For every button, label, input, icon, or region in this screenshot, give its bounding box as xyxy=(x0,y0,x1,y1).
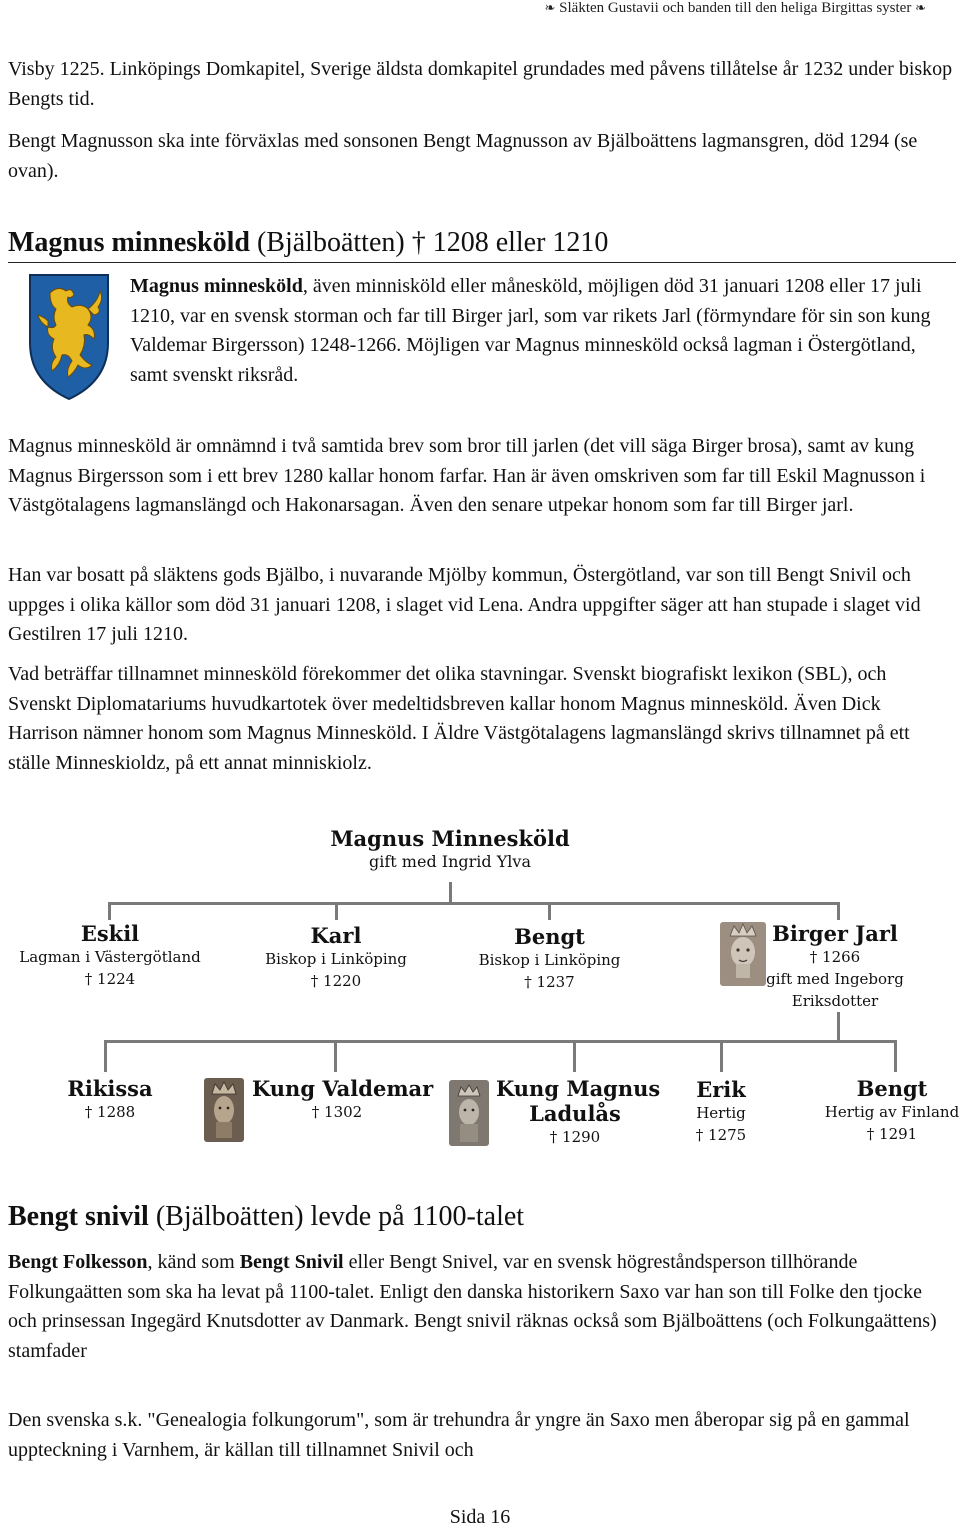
child-title: Lagman i Västergötland xyxy=(19,948,201,966)
heading-name: Magnus minnesköld xyxy=(8,227,250,258)
text-mid: , känd som xyxy=(147,1251,240,1273)
grandchild-death: † 1302 xyxy=(311,1103,363,1121)
child-spouse-family: Eriksdotter xyxy=(791,992,879,1010)
grandchild-name: Bengt xyxy=(856,1076,928,1101)
grandchild-death: † 1275 xyxy=(695,1126,747,1144)
child-name: Eskil xyxy=(80,921,140,946)
paragraph-genealogia: Den svenska s.k. "Genealogia folkungorum… xyxy=(8,1409,910,1461)
child-death: † 1237 xyxy=(524,973,575,991)
child-title: Biskop i Linköping xyxy=(478,951,621,969)
tree-line-level2 xyxy=(104,1040,897,1043)
tree-line-bengt2 xyxy=(894,1040,897,1072)
grandchild-title: Hertig xyxy=(696,1104,746,1122)
paragraph-brev: Magnus minnesköld är omnämnd i två samti… xyxy=(8,435,926,516)
grandchild-name: Rikissa xyxy=(67,1076,153,1101)
paragraph-bengt-folkesson: Bengt Folkesson, känd som Bengt Snivil e… xyxy=(8,1248,953,1366)
tree-root: Magnus Minnesköld gift med Ingrid Ylva xyxy=(300,826,600,873)
tree-grandchild-bengt: Bengt Hertig av Finland † 1291 xyxy=(822,1076,960,1145)
intro-name: Magnus minnesköld xyxy=(130,275,303,297)
child-name: Bengt xyxy=(514,924,585,949)
running-header: ❧ Släkten Gustavii och banden till den h… xyxy=(545,0,926,17)
tree-grandchild-magnus: Kung Magnus Ladulås † 1290 xyxy=(496,1076,661,1148)
tree-child-bengt: Bengt Biskop i Linköping † 1237 xyxy=(462,924,637,993)
heading-rest: (Bjälboätten) levde på 1100-talet xyxy=(155,1201,525,1232)
grandchild-name-line2: Ladulås xyxy=(529,1101,621,1126)
heading-name: Bengt snivil xyxy=(8,1201,149,1232)
grandchild-title: Hertig av Finland xyxy=(824,1103,960,1121)
tree-child-eskil: Eskil Lagman i Västergötland † 1224 xyxy=(15,921,205,990)
text-rest: eller Bengt Snivel, var en svensk högres… xyxy=(8,1251,937,1362)
heading-divider xyxy=(8,262,956,263)
child-spouse: gift med Ingeborg xyxy=(766,970,904,988)
tree-grandchild-erik: Erik Hertig † 1275 xyxy=(676,1077,766,1146)
tree-line-root xyxy=(449,882,452,904)
document-title: Släkten Gustavii och banden till den hel… xyxy=(559,0,912,16)
section-heading-magnus: Magnus minnesköld (Bjälboätten) † 1208 e… xyxy=(8,225,608,261)
intro-paragraph: Magnus minnesköld, även minnisköld eller… xyxy=(130,272,956,390)
child-name: Karl xyxy=(310,923,362,948)
tree-line-eskil xyxy=(108,902,111,920)
grandchild-death: † 1291 xyxy=(866,1125,918,1143)
bold-name-1: Bengt Folkesson xyxy=(8,1251,148,1273)
ornament-right-icon: ❧ xyxy=(915,0,926,15)
tree-line-valdemar xyxy=(334,1040,337,1072)
tree-line-magnus xyxy=(573,1040,576,1072)
child-death: † 1224 xyxy=(84,970,136,988)
tree-child-birger: Birger Jarl † 1266 gift med Ingeborg Eri… xyxy=(760,921,910,1012)
grandchild-death: † 1288 xyxy=(84,1103,136,1121)
tree-line-birger xyxy=(837,902,840,920)
bold-name-2: Bengt Snivil xyxy=(239,1251,344,1273)
child-title: Biskop i Linköping xyxy=(265,950,407,968)
paragraph-tillnamn: Vad beträffar tillnamnet minnesköld före… xyxy=(8,663,910,774)
grandchild-name: Kung Magnus xyxy=(496,1076,661,1101)
tree-line-bengt xyxy=(548,902,551,920)
paragraph-bjalbo: Han var bosatt på släktens gods Bjälbo, … xyxy=(8,564,921,645)
tree-line-erik xyxy=(720,1040,723,1072)
birger-jarl-portrait-icon xyxy=(720,922,766,986)
heading-rest: (Bjälboätten) † 1208 eller 1210 xyxy=(256,227,609,258)
paragraph-visby: Visby 1225. Linköpings Domkapitel, Sveri… xyxy=(8,58,953,110)
tree-line-birger-down xyxy=(837,1012,840,1042)
coat-of-arms-icon xyxy=(29,274,109,401)
tree-child-karl: Karl Biskop i Linköping † 1220 xyxy=(250,923,422,992)
section-heading-bengt-snivil: Bengt snivil (Bjälboätten) levde på 1100… xyxy=(8,1199,524,1235)
valdemar-portrait-icon xyxy=(204,1078,244,1142)
grandchild-name: Kung Valdemar xyxy=(252,1076,434,1101)
child-death: † 1266 xyxy=(809,948,861,966)
root-name: Magnus Minnesköld xyxy=(330,826,570,851)
tree-grandchild-rikissa: Rikissa † 1288 xyxy=(55,1076,165,1123)
child-death: † 1220 xyxy=(310,972,362,990)
magnus-ladulas-portrait-icon xyxy=(449,1080,489,1146)
ornament-left-icon: ❧ xyxy=(544,0,556,15)
child-name: Birger Jarl xyxy=(772,921,898,946)
tree-line-karl xyxy=(335,902,338,920)
tree-grandchild-valdemar: Kung Valdemar † 1302 xyxy=(252,1076,434,1123)
tree-line-rikissa xyxy=(104,1040,107,1072)
grandchild-name: Erik xyxy=(696,1077,746,1102)
root-spouse: gift med Ingrid Ylva xyxy=(369,852,531,871)
page-number: Sida 16 xyxy=(449,1506,511,1528)
paragraph-bengt-magnusson: Bengt Magnusson ska inte förväxlas med s… xyxy=(8,130,918,182)
tree-line-level1 xyxy=(108,902,840,905)
intro-text: , även minnisköld eller månesköld, möjli… xyxy=(130,275,931,386)
grandchild-death: † 1290 xyxy=(549,1128,601,1146)
